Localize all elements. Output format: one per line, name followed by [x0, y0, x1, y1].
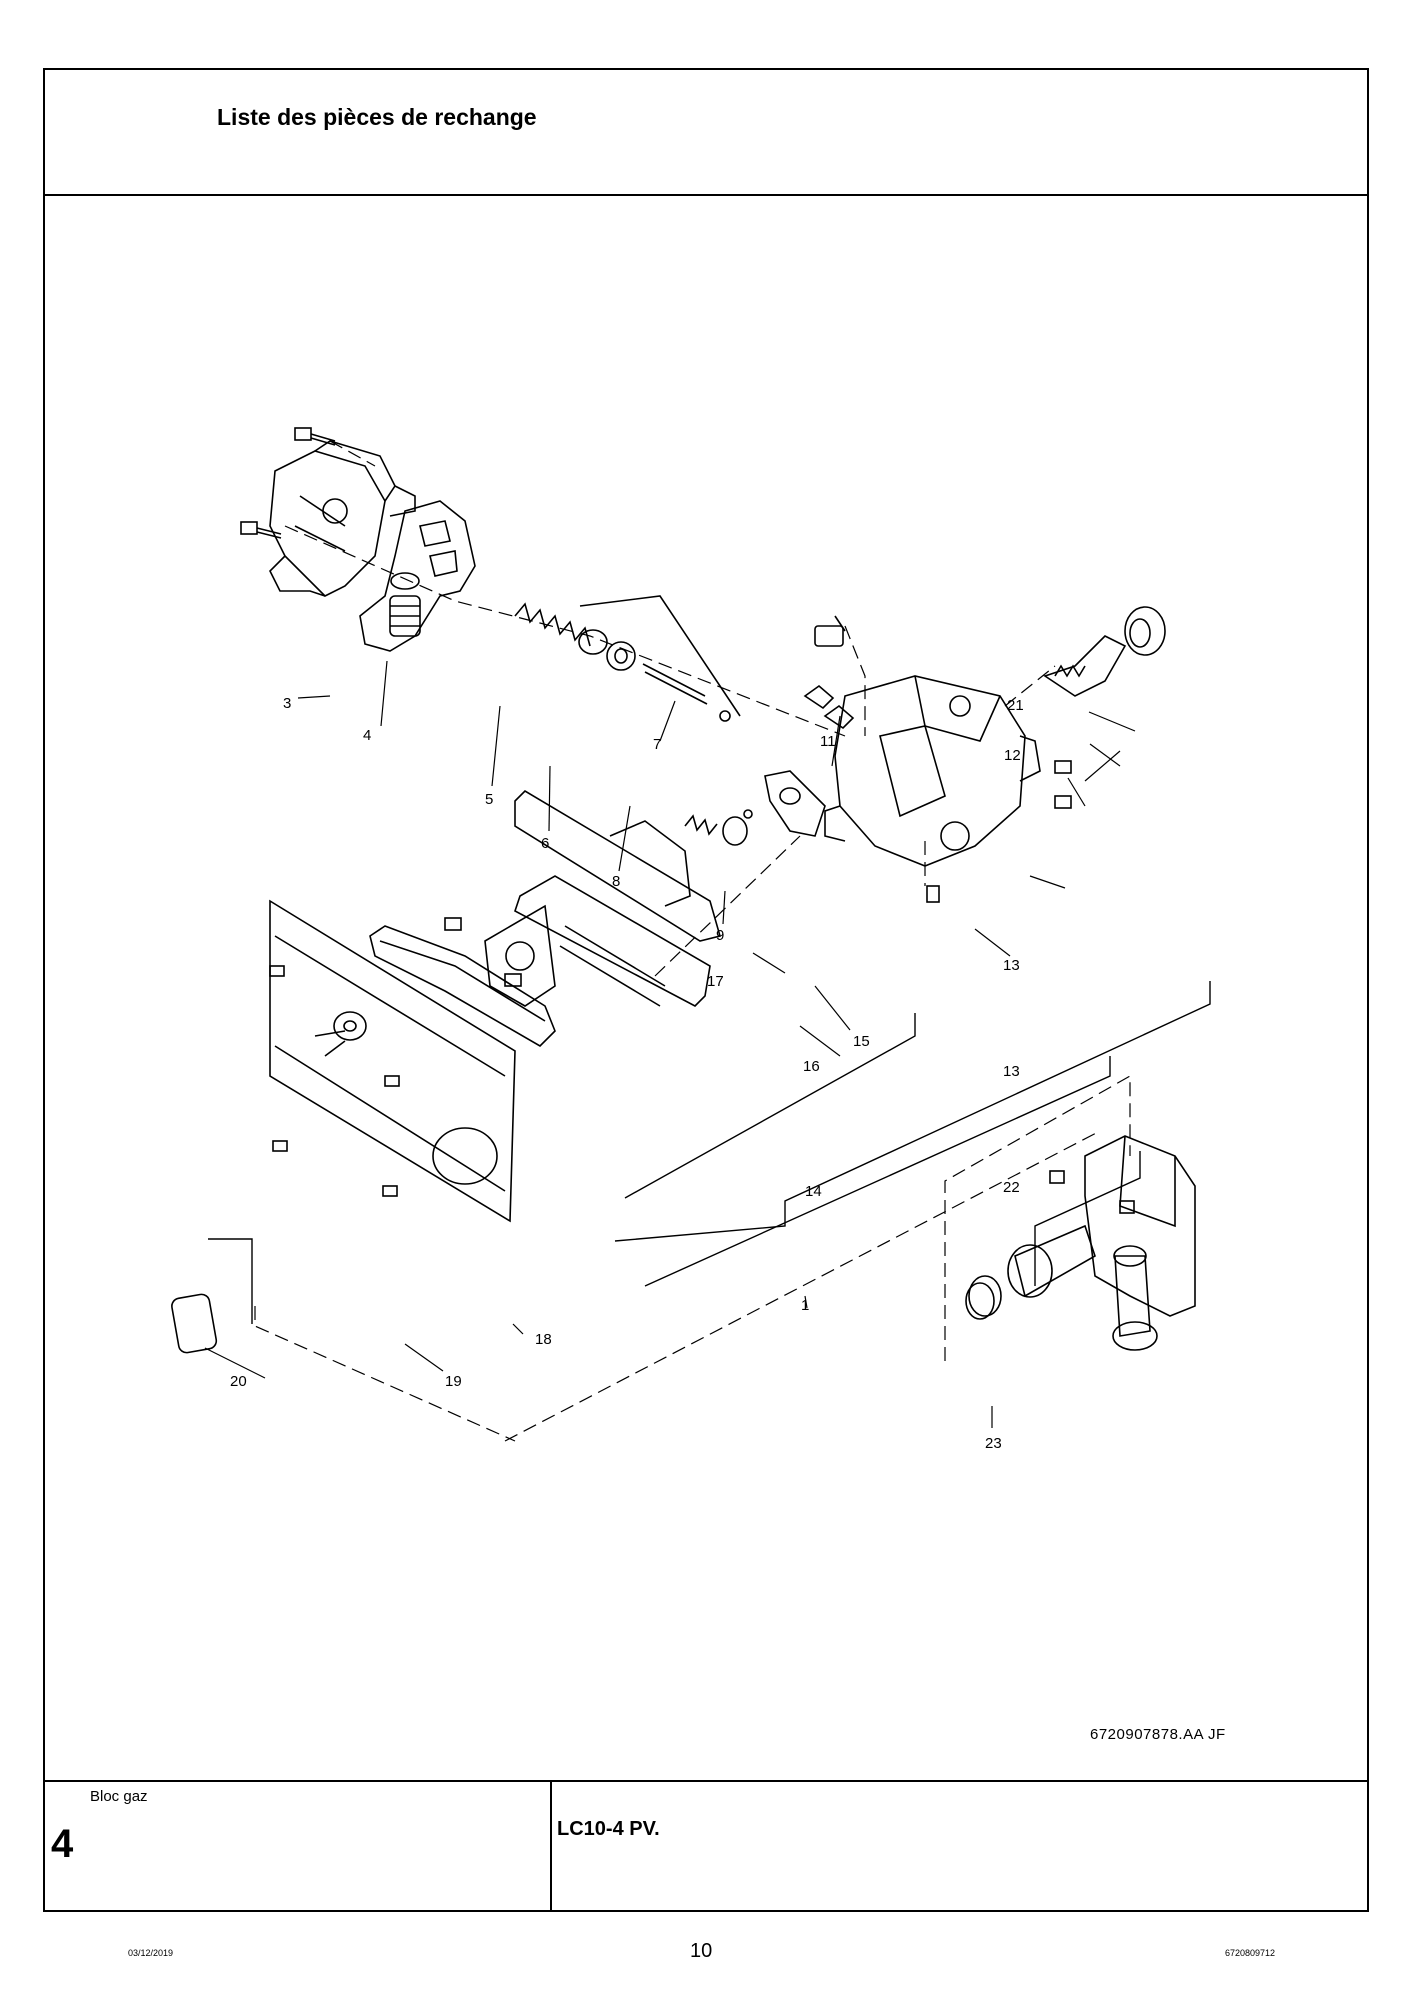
callout-7: 7 [653, 736, 661, 753]
callout-6: 6 [541, 835, 549, 852]
callout-leaders [204, 660, 1136, 1428]
callout-4: 4 [363, 727, 371, 744]
regulator-part [1043, 635, 1127, 697]
callout-1: 1 [801, 1297, 809, 1314]
callout-21: 21 [1007, 697, 1024, 714]
page-frame: Liste des pièces de rechange [43, 68, 1369, 1912]
callout-11: 11 [820, 733, 836, 750]
callout-18: 18 [535, 1331, 552, 1348]
header: Liste des pièces de rechange [45, 70, 1367, 196]
exploded-view-drawing: 3 4 5 6 7 8 9 11 12 13 13 14 15 16 17 18… [45, 196, 1367, 1780]
o-ring [390, 572, 420, 590]
callout-5: 5 [485, 791, 493, 808]
front-panel [269, 899, 516, 1223]
callout-9: 9 [716, 927, 724, 944]
callout-16: 16 [803, 1058, 820, 1075]
page-number: 10 [690, 1940, 713, 1962]
footer-divider [550, 1782, 552, 1910]
bracket-assembly [484, 789, 721, 1007]
callout-14: 14 [805, 1183, 822, 1200]
drawing-reference: 6720907878.AA JF [1090, 1726, 1226, 1743]
water-connection-assembly [965, 1135, 1196, 1351]
callout-17: 17 [707, 973, 724, 990]
print-date: 03/12/2019 [128, 1948, 174, 1958]
lever-part [369, 925, 556, 1048]
callout-13a: 13 [1003, 957, 1020, 974]
callout-15: 15 [853, 1033, 870, 1050]
seal-parts [684, 770, 826, 846]
sensor-part [814, 615, 846, 647]
callout-3: 3 [283, 695, 291, 712]
document-code: 6720809712 [1225, 1948, 1276, 1958]
exploded-view-svg: 3 4 5 6 7 8 9 11 12 13 13 14 15 16 17 18… [171, 427, 1211, 1452]
gasket-part [359, 500, 476, 652]
cap-part [1124, 606, 1166, 656]
body-screws [926, 760, 1072, 903]
group-brackets [208, 981, 1211, 1324]
section-name: Bloc gaz [90, 1788, 148, 1805]
valve-stem-kit [578, 595, 741, 722]
upper-cover-part [269, 440, 416, 597]
callout-23: 23 [985, 1435, 1002, 1452]
spring-part [514, 602, 591, 647]
filter-part [389, 595, 421, 637]
callout-19: 19 [445, 1373, 462, 1390]
section-number: 4 [51, 1822, 74, 1866]
screw-top [294, 427, 336, 446]
panel-screws [269, 965, 400, 1197]
screw-left [240, 521, 282, 539]
callout-8: 8 [612, 873, 620, 890]
callout-13b: 13 [1003, 1063, 1020, 1080]
dashed-leader-lines [254, 440, 1131, 1442]
gas-valve-body [803, 675, 1041, 867]
knob-part [171, 1293, 218, 1354]
model-name: LC10-4 PV. [557, 1818, 660, 1840]
page-title: Liste des pièces de rechange [217, 104, 537, 130]
footer: Bloc gaz 4 LC10-4 PV. [45, 1780, 1367, 1910]
callout-12: 12 [1004, 747, 1021, 764]
callout-22: 22 [1003, 1179, 1020, 1196]
callout-20: 20 [230, 1373, 247, 1390]
